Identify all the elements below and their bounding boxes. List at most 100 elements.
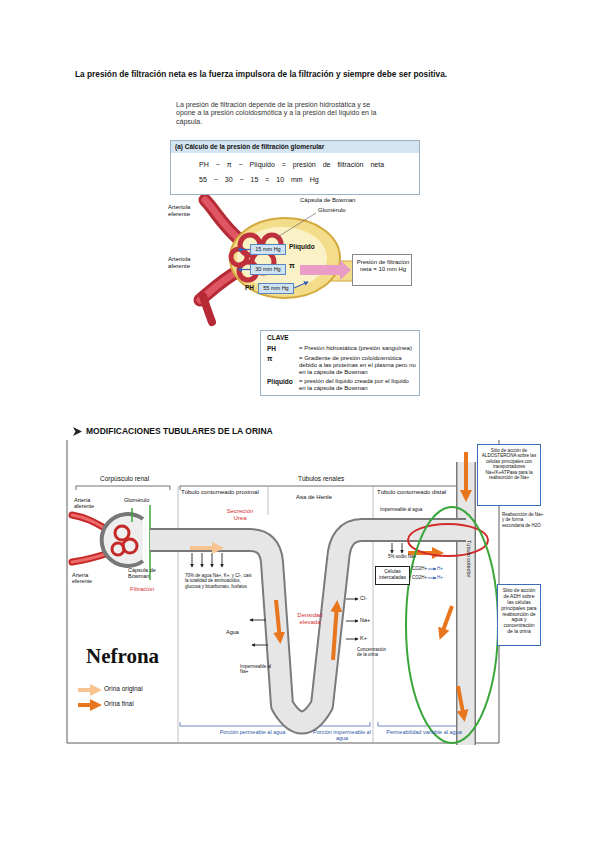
region-label: Porción impermeable al agua — [313, 729, 371, 742]
region-label: Porción permeable al agua — [195, 729, 310, 735]
figure-caption: La presión de filtración depende de la p… — [176, 101, 381, 126]
renal-tubule — [150, 530, 466, 723]
arteriole — [203, 296, 212, 322]
pressure-box: 15 mm Hg — [250, 244, 286, 255]
legend-arrow — [78, 703, 98, 707]
box-heading: (a) Cálculo de la presión de filtración … — [171, 141, 419, 153]
pressure-value: 15 mm Hg — [251, 246, 285, 252]
transport-arrow — [252, 645, 268, 646]
glomerulus — [115, 526, 129, 540]
renal-tubule — [150, 462, 466, 745]
bowman-capsule — [230, 218, 340, 298]
bowman-capsule — [230, 218, 354, 298]
part-label: Cápsula de Bowman — [128, 567, 168, 580]
column-divider — [268, 486, 269, 515]
proton-arrow — [428, 569, 436, 570]
frame-line — [67, 440, 499, 743]
callout-box: Sitio de acción de ALDOSTERONA sobre las… — [477, 444, 541, 506]
part-label: Arteria eferente — [72, 572, 108, 585]
transport-arrow — [212, 553, 213, 567]
proton-arrow — [428, 578, 436, 579]
urine-flow-arrow — [441, 606, 452, 636]
arteriole — [205, 200, 240, 240]
column-header: Asa de Henle — [296, 494, 332, 501]
key-description: = presión del líquido creada por el líqu… — [299, 378, 417, 392]
filtration-line — [131, 508, 133, 522]
column-header: Túbulo contorneado proximal — [181, 489, 265, 496]
callout-text: Sitio de acción de ALDOSTERONA sobre las… — [481, 448, 537, 480]
cell-box: Células intercaladas — [375, 566, 410, 585]
urine-flow-arrow — [333, 604, 337, 660]
callout-text: Sitio de acción de ADH sobre las células… — [500, 588, 538, 635]
bowman-capsule — [102, 514, 143, 566]
ion-label: Na+ — [360, 617, 370, 623]
ion-label: H+ — [437, 575, 443, 580]
arteriole — [205, 200, 240, 240]
note-text: Reabsorción de Na+ y de forma secundaria… — [502, 512, 544, 528]
key-symbol: Plíquido — [267, 378, 293, 386]
bracket — [76, 486, 170, 490]
column-divider — [178, 486, 179, 743]
pressure-value: Presión de filtración neta = 10 mm Hg — [356, 259, 410, 273]
substance-label: Agua — [226, 629, 239, 635]
bullet-arrow — [73, 427, 82, 436]
note-text: Impermeable al agua — [380, 507, 422, 512]
transport-arrow — [202, 553, 203, 567]
ion-label: Cl- — [360, 595, 367, 601]
legend-arrow — [78, 688, 98, 692]
pressure-value: 30 mm Hg — [251, 266, 285, 272]
leader-line — [276, 213, 316, 238]
region-label: Permeabilidad variable al agua — [378, 729, 470, 735]
pressure-arrow — [238, 269, 250, 270]
process-label: Densidad elevada — [294, 612, 326, 626]
transport-arrow — [192, 543, 402, 645]
net-pressure-arrow — [300, 260, 351, 280]
part-label: Arteriola eferente — [168, 204, 204, 218]
pressure-symbol: π — [289, 262, 295, 271]
transport-arrow — [346, 621, 358, 622]
key-box: CLAVEPH= Presión hidrostática (presión s… — [260, 330, 420, 396]
key-description: = Presión hidrostática (presión sanguíne… — [299, 345, 417, 352]
note-text: 70% de agua Na+, K+, y Cl-, casi la tota… — [185, 573, 255, 589]
transport-arrow — [222, 553, 223, 567]
calc-box: (a) Cálculo de la presión de filtración … — [170, 140, 420, 195]
callout-text: Células intercaladas — [377, 569, 408, 581]
part-label: Cápsula de Bowman — [300, 197, 355, 204]
urine-flow-arrow — [458, 686, 464, 718]
pressure-box: 30 mm Hg — [250, 264, 286, 275]
proton-arrow — [428, 569, 436, 578]
highlight-ellipse — [406, 507, 498, 743]
highlight-ellipse — [406, 507, 498, 743]
part-label: Túbulo colector — [466, 540, 472, 578]
urine-flow-arrow — [190, 546, 220, 550]
renal-tubule — [456, 462, 476, 745]
figure-title: Nefrona — [86, 644, 159, 669]
legend-text: Orina original — [104, 685, 143, 693]
urine-flow-arrow — [464, 452, 468, 498]
callout-box: Sitio de acción de ADH sobre las células… — [497, 584, 541, 646]
ion-label: H+ — [437, 566, 443, 571]
glomerulus — [112, 526, 137, 555]
equation-text: 55 − 30 − 15 = 10 mm Hg — [199, 176, 319, 184]
process-label: Filtración — [130, 586, 154, 593]
section-heading: MODIFICACIONES TUBULARES DE LA ORINA — [86, 426, 273, 436]
ion-label: CO2H+ — [412, 566, 427, 571]
bracket-label: Corpúsculo renal — [100, 475, 149, 483]
column-header: Túbulo contorneado distal — [377, 489, 453, 496]
transport-arrow — [392, 543, 393, 553]
bowman-capsule — [102, 514, 143, 566]
note-text: Impermeable al Na+ — [240, 664, 278, 675]
box-heading: CLAVE — [267, 334, 289, 342]
pressure-symbol: Plíquido — [289, 243, 315, 251]
pressure-value: 55 mm Hg — [259, 285, 293, 291]
transport-arrow — [250, 620, 266, 621]
bowman-capsule — [237, 227, 327, 289]
renal-tubule — [458, 462, 475, 745]
transport-arrow — [346, 599, 358, 600]
pressure-arrow — [238, 249, 250, 250]
key-symbol: π — [267, 355, 272, 363]
key-description: = Gradiente de presión coloidosmótica de… — [299, 355, 417, 376]
pressure-box: 55 mm Hg — [258, 283, 294, 294]
frame-line — [67, 743, 499, 744]
